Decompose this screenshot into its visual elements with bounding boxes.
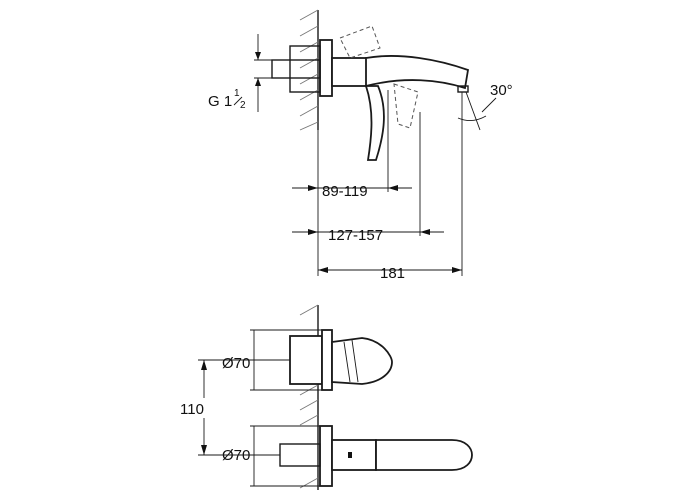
curved-spout bbox=[365, 55, 470, 90]
side-elevation-view: G 1 1 2 30° 89-119 127-157 181 bbox=[208, 9, 513, 282]
angle-arc bbox=[457, 115, 487, 121]
aerator bbox=[457, 85, 469, 93]
thread-numerator: 1 bbox=[234, 88, 240, 99]
mixer-handle-front bbox=[331, 337, 393, 385]
spout-body-front bbox=[331, 439, 377, 471]
thread-arrow-bottom bbox=[255, 78, 261, 86]
dim-181-arrow-left bbox=[318, 267, 328, 273]
angle-ref-line bbox=[465, 91, 481, 131]
dim-110-label: 110 bbox=[180, 401, 204, 418]
thread-denominator: 2 bbox=[240, 100, 246, 111]
lever-handle bbox=[364, 85, 385, 161]
dim-181-arrow-right bbox=[452, 267, 462, 273]
upper-rough-body bbox=[289, 335, 323, 385]
dim-181-label: 181 bbox=[380, 265, 405, 282]
rough-in-body bbox=[289, 45, 321, 93]
angle-label: 30° bbox=[490, 82, 513, 99]
dim-89-arrow-right bbox=[388, 185, 398, 191]
upper-flange bbox=[321, 329, 333, 391]
dim-127-arrow-right bbox=[420, 229, 430, 235]
lower-pipe-stub bbox=[279, 443, 321, 467]
fraction-slash bbox=[233, 96, 243, 106]
wall-hatching bbox=[299, 9, 319, 131]
dim-89-arrow-left bbox=[308, 185, 318, 191]
dim-110-arrow-bottom bbox=[201, 445, 207, 455]
handle-alt-position-top bbox=[339, 25, 381, 59]
dim-127-157-label: 127-157 bbox=[328, 227, 383, 244]
spout-front bbox=[375, 439, 473, 471]
spout-marker bbox=[348, 452, 352, 458]
lower-flange bbox=[319, 425, 333, 487]
angle-leader bbox=[481, 97, 497, 113]
spout-body bbox=[331, 57, 369, 87]
pipe-stub bbox=[271, 59, 321, 79]
wall-hatching-front bbox=[299, 304, 319, 489]
mixer-handle-edge bbox=[343, 341, 351, 383]
dim-127-arrow-left bbox=[308, 229, 318, 235]
thread-label: G 1 bbox=[208, 93, 232, 110]
dim-110-arrow-top bbox=[201, 360, 207, 370]
thread-arrow-top bbox=[255, 52, 261, 60]
wall-flange bbox=[319, 39, 333, 97]
mixer-handle-edge-2 bbox=[351, 339, 359, 383]
dia-lower-label: Ø70 bbox=[222, 447, 250, 464]
front-elevation-view: Ø70 Ø70 110 bbox=[178, 304, 473, 490]
handle-alt-position-front bbox=[393, 83, 419, 129]
dia-upper-label: Ø70 bbox=[222, 355, 250, 372]
dim-89-119-label: 89-119 bbox=[322, 183, 368, 200]
